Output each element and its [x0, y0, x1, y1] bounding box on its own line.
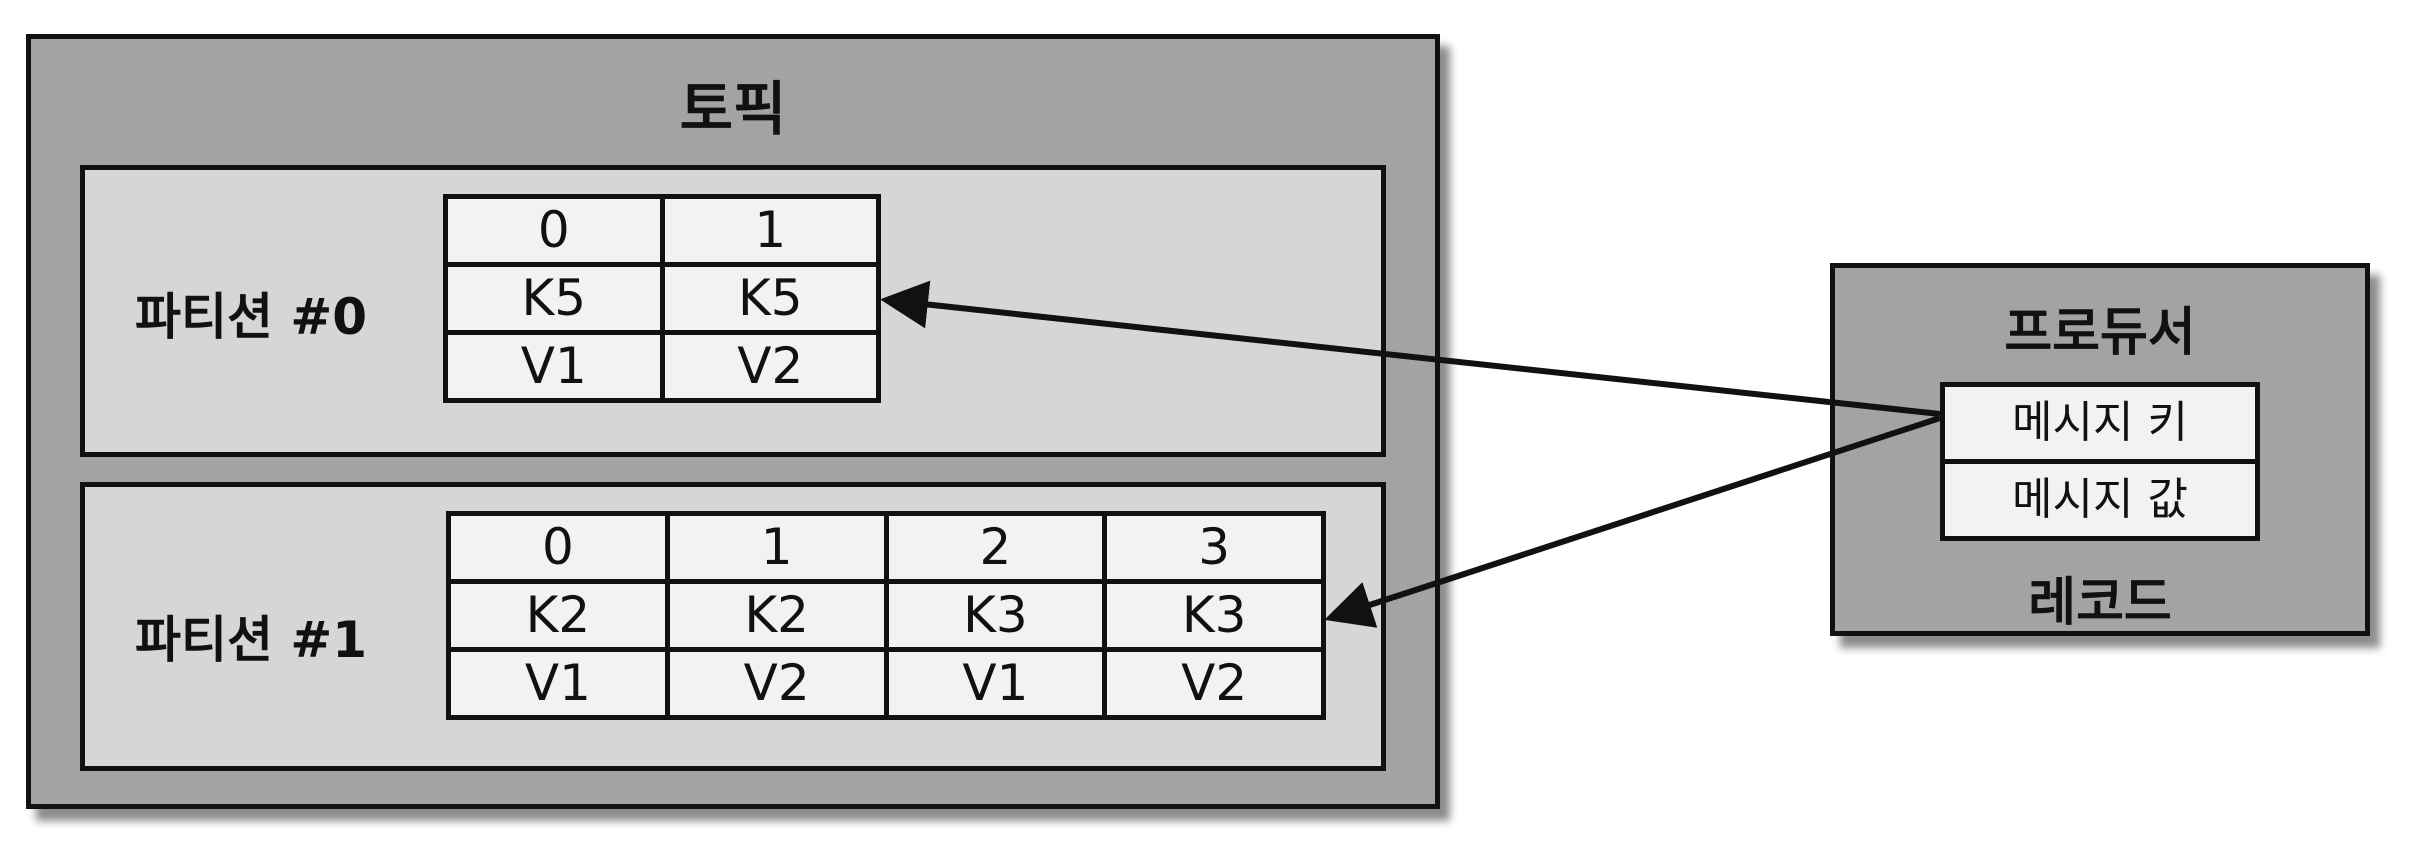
- key-row: K2 K2 K3 K3: [446, 579, 1326, 652]
- record-box: 메시지 키 메시지 값: [1940, 382, 2260, 541]
- key-cell: K3: [883, 579, 1108, 652]
- offset-cell: 1: [664, 511, 889, 584]
- key-cell: K5: [443, 262, 665, 335]
- offset-row: 0 1: [443, 194, 881, 267]
- offset-cell: 3: [1102, 511, 1326, 584]
- arrow-to-partition-1: [1324, 415, 1941, 628]
- key-cell: K2: [446, 579, 670, 652]
- value-cell: V1: [446, 647, 670, 720]
- value-row: V1 V2 V1 V2: [446, 647, 1326, 720]
- value-cell: V2: [659, 330, 881, 403]
- key-cell: K3: [1102, 579, 1326, 652]
- message-value: 메시지 값: [2012, 474, 2188, 525]
- message-key: 메시지 키: [1945, 387, 2255, 464]
- value-cell: V1: [443, 330, 665, 403]
- offset-cell: 0: [446, 511, 670, 584]
- partition-0-label: 파티션 #0: [135, 288, 368, 346]
- offset-cell: 0: [443, 194, 665, 267]
- record-caption: 레코드: [2028, 573, 2172, 633]
- partition-1-label: 파티션 #1: [135, 611, 368, 669]
- partition-1-log: 0 1 2 3 K2 K2 K3 K3 V1 V2 V1 V2: [446, 511, 1326, 720]
- value-cell: V2: [664, 647, 889, 720]
- offset-cell: 2: [883, 511, 1108, 584]
- offset-row: 0 1 2 3: [446, 511, 1326, 584]
- value-cell: V2: [1102, 647, 1326, 720]
- arrow-to-partition-0: [880, 280, 1941, 417]
- value-cell: V1: [883, 647, 1108, 720]
- key-row: K5 K5: [443, 262, 881, 335]
- partition-0-log: 0 1 K5 K5 V1 V2: [443, 194, 881, 403]
- value-row: V1 V2: [443, 330, 881, 403]
- key-cell: K2: [664, 579, 889, 652]
- key-cell: K5: [659, 262, 881, 335]
- producer-title: 프로듀서: [2004, 303, 2196, 363]
- topic-title: 토픽: [679, 75, 787, 143]
- offset-cell: 1: [659, 194, 881, 267]
